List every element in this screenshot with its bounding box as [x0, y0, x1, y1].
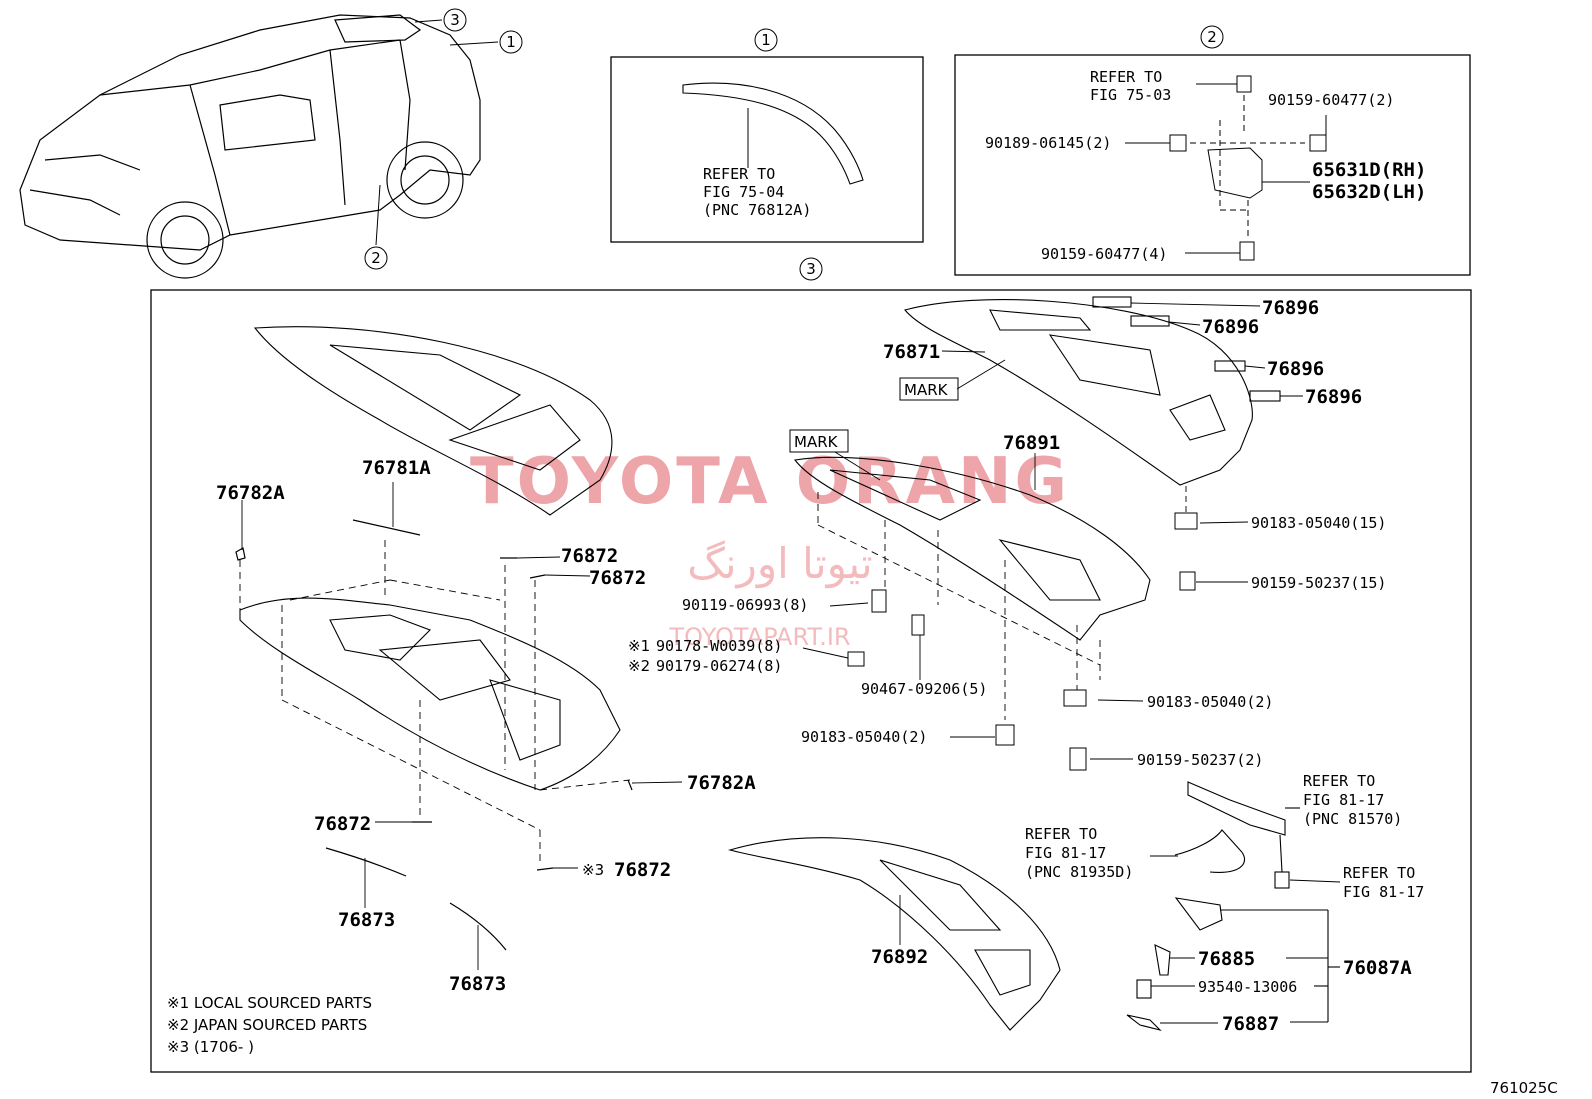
mark-label-1: MARK — [904, 381, 949, 399]
watermark-site: TOYOTAPART.IR — [668, 623, 850, 651]
part-90183-05040-15: 90183-05040(15) — [1251, 514, 1386, 532]
vehicle-callouts — [364, 8, 523, 270]
part-76872-c: 76872 — [314, 813, 371, 835]
headliner-panel-left — [253, 326, 613, 516]
box2-label: 2 — [1207, 28, 1217, 46]
roof-frame-76891 — [794, 456, 1151, 641]
part-76872-b: 76872 — [589, 567, 646, 589]
mark-label-2: MARK — [794, 433, 839, 451]
interior-lamp-assembly — [1150, 781, 1341, 889]
legend-line-3: ※3 (1706- ) — [167, 1038, 254, 1056]
note-mark-1: ※1 — [628, 637, 650, 655]
box3-label: 3 — [806, 260, 816, 278]
watermark-persian: تیوتا اورنگ — [687, 539, 872, 588]
legend-line-2: ※2 JAPAN SOURCED PARTS — [167, 1016, 367, 1034]
watermark: TOYOTA ORANG تیوتا اورنگ TOYOTAPART.IR — [470, 445, 1067, 651]
part-76871: 76871 — [883, 341, 940, 363]
part-76873-b: 76873 — [449, 973, 506, 995]
roof-trim-panel-76871 — [904, 296, 1281, 486]
leader-lines-frame — [802, 451, 1249, 760]
dashed-guides-left — [239, 540, 631, 865]
part-76782A-top: 76782A — [216, 482, 285, 504]
part-76872-d: 76872 — [614, 859, 671, 881]
callout-3-vehicle: 3 — [450, 11, 460, 29]
part-76087A: 76087A — [1343, 957, 1412, 979]
part-90119-06993-8: 90119-06993(8) — [682, 596, 808, 614]
callout-1-vehicle: 1 — [506, 33, 516, 51]
vehicle-illustration — [19, 14, 481, 279]
box2-refer-line2: FIG 75-03 — [1090, 86, 1171, 104]
part-76873-a: 76873 — [338, 909, 395, 931]
ref-81935D-line3: (PNC 81935D) — [1025, 863, 1133, 881]
mark-box-2 — [789, 429, 849, 453]
small-strips-left — [235, 519, 633, 951]
ref-8117-line2: FIG 81-17 — [1343, 883, 1424, 901]
part-76896-c: 76896 — [1267, 358, 1324, 380]
box2-refer-line1: REFER TO — [1090, 68, 1162, 86]
part-76891: 76891 — [1003, 432, 1060, 454]
detail-box-2: 2 — [954, 25, 1471, 276]
part-93540-13006: 93540-13006 — [1198, 978, 1297, 996]
ref-81570-line1: REFER TO — [1303, 772, 1375, 790]
part-90159-50237-2: 90159-50237(2) — [1137, 751, 1263, 769]
roof-frame-76892 — [727, 837, 1061, 1031]
fasteners — [847, 512, 1198, 771]
dashed-guides-frame — [817, 492, 1101, 720]
diagram-code: 761025C — [1490, 1079, 1558, 1097]
ref-81935D-line1: REFER TO — [1025, 825, 1097, 843]
part-76896-d: 76896 — [1305, 386, 1362, 408]
legend-line-1: ※1 LOCAL SOURCED PARTS — [167, 994, 372, 1012]
box1-refer-line3: (PNC 76812A) — [703, 201, 811, 219]
part-76782A-right: 76782A — [687, 772, 756, 794]
box1-label: 1 — [761, 31, 771, 49]
part-90159-60477-2: 90159-60477(2) — [1268, 91, 1394, 109]
part-90178-W0039-8: 90178-W0039(8) — [656, 637, 782, 655]
note-mark-2: ※2 — [628, 657, 650, 675]
part-65632D-LH: 65632D(LH) — [1312, 181, 1426, 203]
mark-box-1 — [899, 377, 959, 401]
callout-2-vehicle: 2 — [371, 249, 381, 267]
ref-81570-line3: (PNC 81570) — [1303, 810, 1402, 828]
part-90179-06274-8: 90179-06274(8) — [656, 657, 782, 675]
part-76872-a: 76872 — [561, 545, 618, 567]
part-90159-60477-4: 90159-60477(4) — [1041, 245, 1167, 263]
ref-8117-line1: REFER TO — [1343, 864, 1415, 882]
ref-81935D-line2: FIG 81-17 — [1025, 844, 1106, 862]
box1-refer-line2: FIG 75-04 — [703, 183, 784, 201]
part-90159-50237-15: 90159-50237(15) — [1251, 574, 1386, 592]
ref-81570-line2: FIG 81-17 — [1303, 791, 1384, 809]
leader-lines-76871 — [941, 302, 1303, 515]
part-90183-05040-2-a: 90183-05040(2) — [1147, 693, 1273, 711]
assembly-76087A — [1126, 897, 1340, 1032]
detail-box-3 — [150, 289, 1472, 1073]
detail-box-1: 1 — [610, 28, 924, 243]
note-mark-3: ※3 — [582, 861, 604, 879]
part-76896-b: 76896 — [1202, 316, 1259, 338]
part-76781A: 76781A — [362, 457, 431, 479]
part-76885: 76885 — [1198, 948, 1255, 970]
part-90189-06145-2: 90189-06145(2) — [985, 134, 1111, 152]
part-65631D-RH: 65631D(RH) — [1312, 159, 1426, 181]
roof-insulator-assembly — [239, 597, 621, 791]
leader-lines-left — [241, 482, 683, 970]
part-90467-09206-5: 90467-09206(5) — [861, 680, 987, 698]
box1-refer-line1: REFER TO — [703, 165, 775, 183]
part-76892: 76892 — [871, 946, 928, 968]
part-76896-a: 76896 — [1262, 297, 1319, 319]
part-90183-05040-2-b: 90183-05040(2) — [801, 728, 927, 746]
part-76887: 76887 — [1222, 1013, 1279, 1035]
